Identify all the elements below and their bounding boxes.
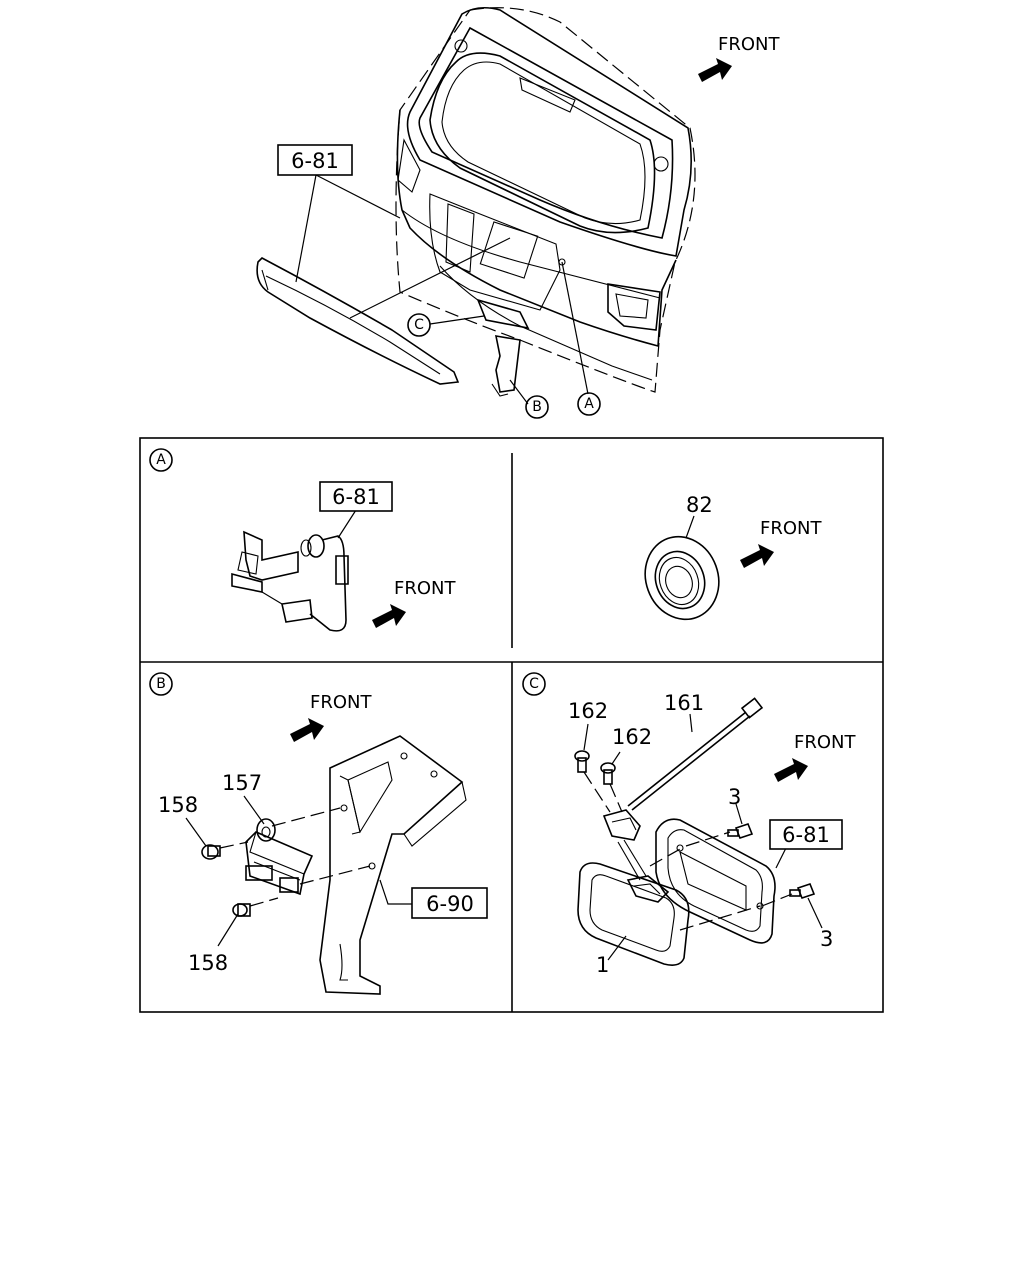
svg-text:FRONT: FRONT <box>394 578 456 599</box>
svg-text:FRONT: FRONT <box>310 692 372 713</box>
callout-a: A <box>577 392 601 416</box>
arrow-icon <box>372 604 406 628</box>
label-162-b: 162 <box>612 725 652 749</box>
svg-text:C: C <box>414 317 424 333</box>
grommet-82: 82 <box>644 493 720 621</box>
overview-leaders <box>295 174 589 405</box>
latch-bracket <box>319 735 467 995</box>
arrow-icon <box>698 58 732 82</box>
ref-box-6-81-panel-a: 6-81 <box>319 481 393 512</box>
svg-text:6-81: 6-81 <box>332 485 380 509</box>
svg-text:FRONT: FRONT <box>760 518 822 539</box>
svg-text:6-90: 6-90 <box>426 892 474 916</box>
arrow-icon <box>740 544 774 568</box>
clips-158 <box>201 844 251 917</box>
bolts-3 <box>649 803 823 931</box>
label-3-bottom: 3 <box>820 927 833 951</box>
label-158-bottom: 158 <box>188 951 228 975</box>
label-157: 157 <box>222 771 262 795</box>
svg-text:A: A <box>156 452 166 468</box>
handle-bezel <box>655 818 776 944</box>
callout-b: B <box>525 395 549 419</box>
ref-box-6-81-overview: 6-81 <box>277 144 353 176</box>
ref-box-6-81-panel-c: 6-81 <box>769 819 843 850</box>
panel-c-marker: C <box>522 672 546 696</box>
svg-text:B: B <box>532 399 542 415</box>
front-arrow-panel-a-left: FRONT <box>372 578 456 628</box>
latch-actuator <box>245 818 314 896</box>
screws-162 <box>574 723 623 813</box>
panel-a-harness <box>231 509 357 632</box>
svg-text:FRONT: FRONT <box>718 34 780 55</box>
front-arrow-panel-b: FRONT <box>290 692 372 742</box>
front-arrow-panel-c: FRONT <box>774 732 856 782</box>
tailgate-overview <box>395 6 696 397</box>
label-162-a: 162 <box>568 699 608 723</box>
arrow-icon <box>774 758 808 782</box>
lock-cylinder <box>602 809 647 881</box>
svg-text:6-81: 6-81 <box>782 823 830 847</box>
front-arrow-overview: FRONT <box>698 34 780 82</box>
panel-b-marker: B <box>149 672 173 696</box>
handle-1 <box>577 862 690 966</box>
panel-c-ref-leader <box>775 847 806 869</box>
rod-161 <box>627 697 764 811</box>
svg-text:A: A <box>584 396 594 412</box>
svg-text:FRONT: FRONT <box>794 732 856 753</box>
ref-box-6-90: 6-90 <box>411 887 488 919</box>
detail-grid <box>139 437 884 1013</box>
svg-text:B: B <box>156 676 166 692</box>
svg-text:C: C <box>529 676 539 692</box>
front-arrow-panel-a-right: FRONT <box>740 518 822 568</box>
callout-c: C <box>407 313 431 337</box>
label-1: 1 <box>596 953 609 977</box>
label-158-top: 158 <box>158 793 198 817</box>
panel-a-marker: A <box>149 448 173 472</box>
svg-text:6-81: 6-81 <box>291 149 339 173</box>
panel-b-dashed-guides <box>219 807 371 907</box>
label-161: 161 <box>664 691 704 715</box>
arrow-icon <box>290 718 324 742</box>
garnish-strip <box>256 257 460 385</box>
label-3-top: 3 <box>728 785 741 809</box>
panel-b-leaders <box>185 795 412 947</box>
svg-text:82: 82 <box>686 493 713 517</box>
